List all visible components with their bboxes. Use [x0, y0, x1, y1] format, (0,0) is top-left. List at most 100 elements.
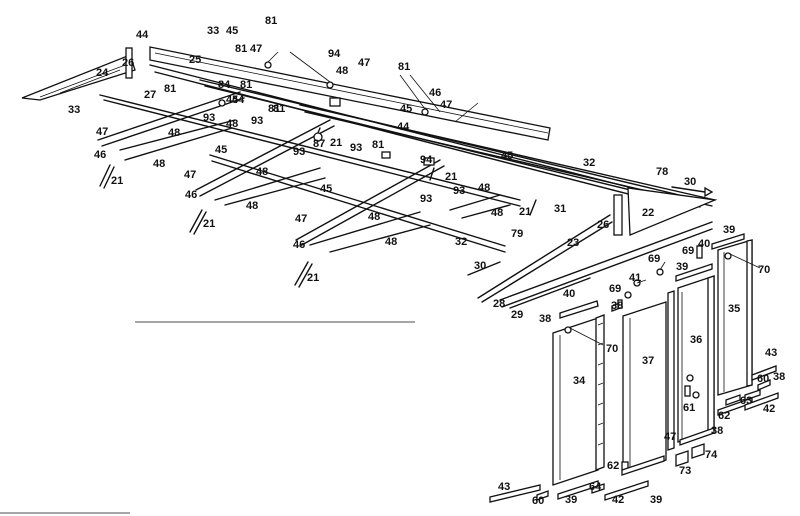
callout-label: 44 — [397, 121, 410, 133]
callout-label: 48 — [385, 236, 397, 248]
callout-label: 21 — [111, 175, 123, 187]
callout-label: 78 — [656, 166, 668, 178]
callout-label: 47 — [250, 43, 262, 55]
callout-label: 61 — [683, 402, 695, 414]
callout-label: 39 — [565, 494, 577, 506]
callout-label: 94 — [420, 154, 433, 166]
callout-label: 21 — [519, 206, 531, 218]
callout-label: 81 — [265, 15, 277, 27]
gable-end-right — [477, 187, 718, 303]
bottom-rails — [489, 365, 779, 503]
callout-label: 29 — [511, 309, 523, 321]
callout-label: 47 — [358, 57, 370, 69]
callout-label: 42 — [763, 403, 775, 415]
callout-label: 81 — [268, 103, 280, 115]
callout-label: 81 — [398, 61, 410, 73]
top-rails — [559, 233, 745, 319]
callout-label: 33 — [207, 25, 219, 37]
callout-label: 39 — [676, 261, 688, 273]
callout-label: 45 — [400, 103, 412, 115]
callout-label: 21 — [203, 218, 215, 230]
callout-label: 46 — [185, 189, 197, 201]
door-panels — [489, 233, 779, 503]
callout-label: 24 — [96, 67, 109, 79]
callout-label: 40 — [563, 288, 575, 300]
callout-label: 48 — [478, 182, 490, 194]
callout-label: 43 — [498, 481, 510, 493]
callout-label: 81 — [164, 83, 176, 95]
callout-label: 32 — [455, 236, 467, 248]
callout-label: 38 — [773, 371, 785, 383]
ridge-beam — [149, 46, 551, 141]
callout-label: 48 — [256, 166, 268, 178]
callout-label: 22 — [642, 207, 654, 219]
callout-label: 69 — [609, 283, 621, 295]
callout-label: 70 — [606, 343, 618, 355]
callout-label: 70 — [758, 264, 770, 276]
callout-label: 74 — [705, 449, 718, 461]
callout-label: 47 — [295, 213, 307, 225]
callout-label: 47 — [96, 126, 108, 138]
callout-label: 45 — [215, 144, 227, 156]
callout-label: 48 — [336, 65, 348, 77]
door-panel-34 — [552, 314, 605, 486]
door-hardware — [624, 261, 705, 467]
callout-label: 79 — [511, 228, 523, 240]
callout-label: 81 — [372, 139, 384, 151]
callout-label: 30 — [684, 176, 696, 188]
callout-label: 21 — [307, 272, 319, 284]
clip-hardware — [218, 51, 479, 166]
callout-label: 26 — [597, 219, 609, 231]
callout-label: 62 — [607, 460, 619, 472]
callout-label: 48 — [153, 158, 165, 170]
callout-label: 38 — [711, 425, 723, 437]
callout-label: 73 — [679, 465, 691, 477]
callout-label: 40 — [698, 238, 710, 250]
callout-label: 32 — [583, 157, 595, 169]
callout-label: 44 — [232, 94, 245, 106]
callout-label: 42 — [612, 494, 624, 506]
callout-label: 45 — [320, 183, 332, 195]
callout-label: 64 — [589, 481, 602, 493]
callout-label: 39 — [650, 494, 662, 506]
callout-label: 26 — [122, 57, 134, 69]
callout-label: 47 — [440, 99, 452, 111]
callout-label: 21 — [330, 137, 342, 149]
callout-label: 46 — [293, 239, 305, 251]
eave-rail-upper — [149, 64, 701, 208]
callout-label: 25 — [189, 54, 201, 66]
callout-label: 94 — [328, 48, 341, 60]
callout-label: 93 — [420, 193, 432, 205]
callout-label: 47 — [664, 431, 676, 443]
callout-label: 48 — [226, 118, 238, 130]
callout-label: 93 — [293, 146, 305, 158]
callout-label: 36 — [690, 334, 702, 346]
callout-label: 63 — [740, 395, 752, 407]
callout-label: 81 — [240, 79, 252, 91]
callout-label: 44 — [136, 29, 149, 41]
callout-label: 48 — [368, 211, 380, 223]
callout-label: 45 — [501, 150, 513, 162]
callout-label: 38 — [611, 300, 623, 312]
callout-label: 37 — [642, 355, 654, 367]
callout-label: 30 — [474, 260, 486, 272]
callout-label: 60 — [757, 373, 769, 385]
callout-label: 48 — [246, 200, 258, 212]
callout-label: 31 — [554, 203, 566, 215]
callout-label: 35 — [728, 303, 740, 315]
callout-label: 93 — [251, 115, 263, 127]
callout-label: 93 — [453, 185, 465, 197]
callout-label: 87 — [313, 138, 325, 150]
callout-label: 21 — [445, 171, 457, 183]
callout-label: 33 — [68, 104, 80, 116]
rafter-32 — [209, 154, 506, 247]
callout-label: 47 — [184, 169, 196, 181]
track-30b — [671, 186, 706, 193]
track-30 — [467, 261, 501, 276]
callout-label: 93 — [350, 142, 362, 154]
callout-label: 45 — [226, 94, 238, 106]
door-panel-35 — [717, 239, 761, 396]
sill-rails — [499, 221, 713, 309]
